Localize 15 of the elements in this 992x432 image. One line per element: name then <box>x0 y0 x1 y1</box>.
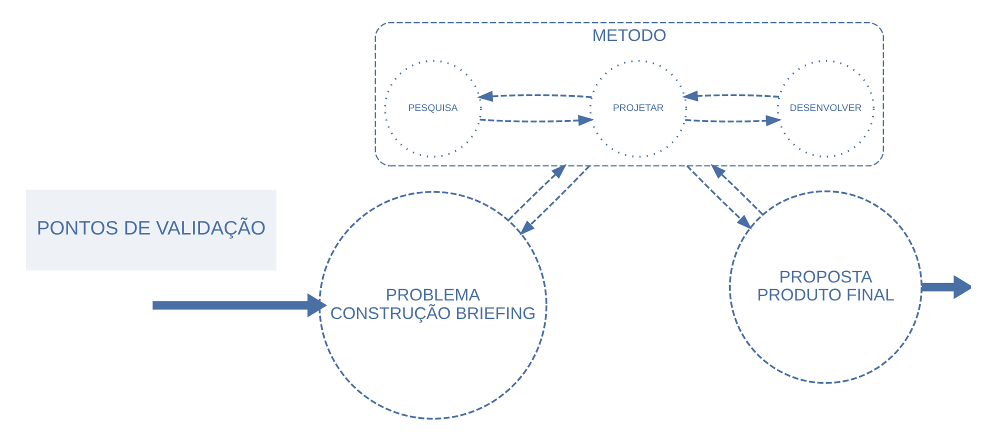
arrow <box>682 90 779 102</box>
node-circle: PESQUISA <box>384 60 482 158</box>
node-circle: DESENVOLVER <box>776 60 874 158</box>
arrow <box>507 164 566 221</box>
arrow <box>479 114 594 126</box>
arrow <box>684 115 782 126</box>
arrow <box>152 293 327 318</box>
arrow <box>476 90 592 102</box>
node-circle: PROBLEMA CONSTRUÇÃO BRIEFING <box>318 190 547 420</box>
arrow <box>710 164 763 216</box>
arrow <box>921 275 970 300</box>
arrow <box>518 165 590 236</box>
arrow <box>686 165 752 230</box>
node-circle: PROPOSTA PRODUTO FINAL <box>728 190 922 384</box>
node-circle: PROJETAR <box>588 60 687 158</box>
